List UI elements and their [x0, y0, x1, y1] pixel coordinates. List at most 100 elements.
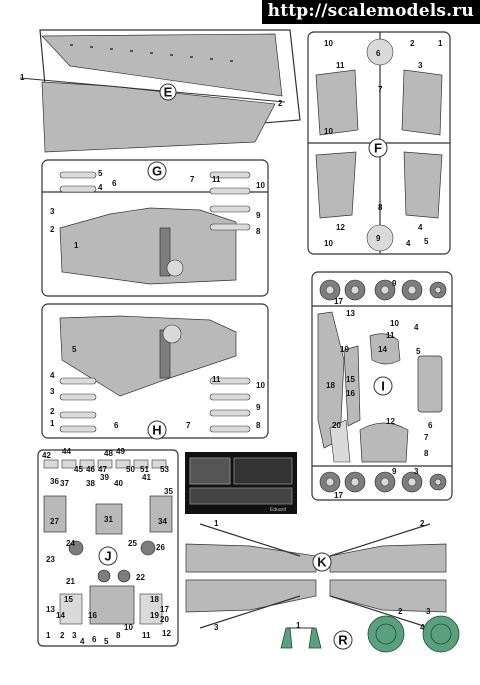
sprue-h: H 5 4 3 2 1 6 7 11 10 9 8 [41, 303, 269, 440]
f-label-9: 9 [376, 234, 381, 243]
f-label-1: 1 [438, 39, 443, 48]
j-label-53: 53 [160, 465, 169, 474]
part-i-6 [417, 355, 443, 413]
j-label-2: 2 [60, 631, 65, 640]
sprue-k: K 1 2 3 4 [185, 519, 447, 632]
j-label-12: 12 [162, 629, 171, 638]
k-label-1: 1 [214, 519, 219, 528]
i-label-7: 7 [424, 433, 429, 442]
f-label-6: 6 [376, 49, 381, 58]
part-g-1 [59, 207, 237, 285]
f-label-10b: 10 [324, 127, 333, 136]
sprue-g: G 6 5 4 3 2 1 7 11 10 9 8 [41, 159, 269, 297]
i-label-8: 8 [424, 449, 429, 458]
r-label-1: 1 [296, 621, 301, 630]
j-top-labels: 42 44 45 46 47 48 49 50 51 53 [42, 447, 169, 474]
f-label-4: 4 [418, 223, 423, 232]
g-label-7: 7 [190, 175, 195, 184]
h-label-10: 10 [256, 381, 265, 390]
f-label-4b: 4 [406, 239, 411, 248]
h-label-9: 9 [256, 403, 261, 412]
h-label-1: 1 [50, 419, 55, 428]
j-label-46: 46 [86, 465, 95, 474]
i-label-18: 18 [326, 381, 335, 390]
j-label-21: 21 [66, 577, 75, 586]
part-f-4 [403, 151, 443, 219]
g-label-11: 11 [212, 175, 221, 184]
wheels-bottom [319, 471, 447, 493]
part-g-strut [159, 227, 171, 277]
part-i-15 [343, 345, 361, 427]
k-label-4: 4 [420, 623, 425, 632]
part-k-2 [329, 543, 447, 573]
f-label-10c: 10 [324, 239, 333, 248]
f-label-10: 10 [324, 39, 333, 48]
i-label-20: 20 [332, 421, 341, 430]
i-label-19: 19 [340, 345, 349, 354]
j-label-11: 11 [142, 631, 151, 640]
part-j-16 [89, 585, 135, 625]
e-label-2: 2 [278, 99, 283, 108]
j-label-50: 50 [126, 465, 135, 474]
i-label-9: 9 [392, 279, 397, 288]
i-label-12: 12 [386, 417, 395, 426]
j-label-39: 39 [100, 473, 109, 482]
k-label-3: 3 [214, 623, 219, 632]
watermark: http://scalemodels.ru [261, 0, 480, 24]
pe-sheet: Eduard [185, 452, 297, 514]
g-label-9: 9 [256, 211, 261, 220]
j-label-42: 42 [42, 451, 51, 460]
e-label-1: 1 [20, 73, 25, 82]
f-label-12: 12 [336, 223, 345, 232]
j-label-10: 10 [124, 623, 133, 632]
r-label-3: 3 [426, 607, 431, 616]
h-label-2: 2 [50, 407, 55, 416]
j-label-5: 5 [104, 637, 109, 646]
j-label-37: 37 [60, 479, 69, 488]
i-label-13: 13 [346, 309, 355, 318]
r-label-2: 2 [398, 607, 403, 616]
part-f-9 [366, 224, 394, 252]
i-label-11: 11 [386, 331, 395, 340]
j-label-18: 18 [150, 595, 159, 604]
j-label-34: 34 [158, 517, 167, 526]
wheels-top [319, 279, 447, 301]
j-label-49: 49 [116, 447, 125, 456]
sprue-r: R 1 2 3 [280, 607, 460, 653]
sprue-r-letter: R [338, 633, 348, 648]
i-label-15: 15 [346, 375, 355, 384]
sprue-i: I 17 9 13 10 14 4 19 5 11 18 15 16 20 12… [311, 271, 453, 501]
j-label-16: 16 [88, 611, 97, 620]
i-label-14: 14 [378, 345, 387, 354]
g-label-6: 6 [112, 179, 117, 188]
pe-caption: Eduard [270, 507, 286, 513]
j-label-13: 13 [46, 605, 55, 614]
part-j-27 [43, 495, 67, 533]
j-label-14: 14 [56, 611, 65, 620]
part-k-1 [185, 543, 317, 573]
f-label-3: 3 [418, 61, 423, 70]
sprue-f: F 10 6 2 1 11 3 7 10 12 8 4 9 10 4 5 [307, 31, 451, 255]
h-label-4: 4 [50, 371, 55, 380]
j-label-45: 45 [74, 465, 83, 474]
i-label-3: 3 [414, 467, 419, 476]
j-label-48: 48 [104, 449, 113, 458]
sprue-h-letter: H [152, 423, 161, 438]
j-label-8: 8 [116, 631, 121, 640]
sprue-j: J 42 44 45 46 47 48 49 50 51 53 36 37 38… [37, 447, 179, 647]
part-f-12 [315, 151, 357, 219]
i-label-5: 5 [416, 347, 421, 356]
i-label-17b: 17 [334, 491, 343, 500]
j-label-1: 1 [46, 631, 51, 640]
j-label-41: 41 [142, 473, 151, 482]
j-label-23: 23 [46, 555, 55, 564]
f-label-2: 2 [410, 39, 415, 48]
j-label-27: 27 [50, 517, 59, 526]
f-label-7: 7 [378, 85, 383, 94]
f-label-5: 5 [424, 237, 429, 246]
g-label-5: 5 [98, 169, 103, 178]
sprue-e: E 1 2 [19, 29, 301, 153]
h-label-6: 6 [114, 421, 119, 430]
sprue-g-letter: G [152, 164, 162, 179]
